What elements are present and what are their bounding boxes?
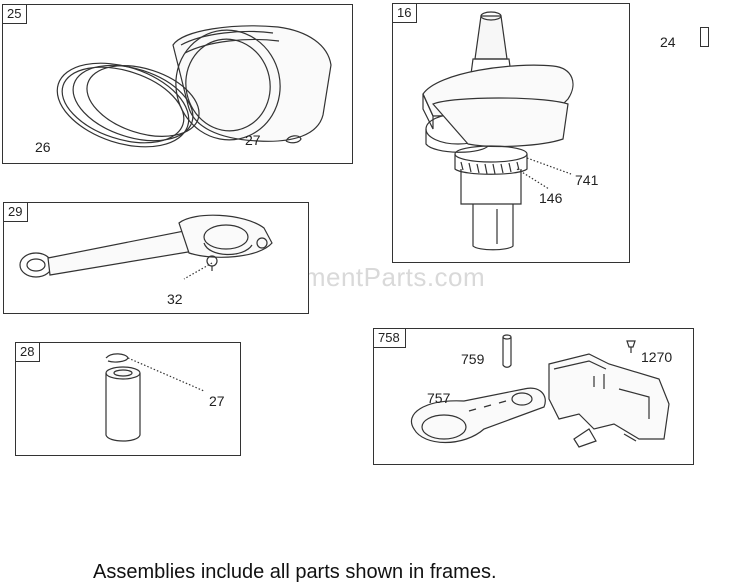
frame-tag-piston: 25: [3, 5, 28, 24]
connecting-rod-drawing: [19, 214, 273, 280]
frame-connecting-rod: 29 32: [3, 202, 309, 314]
callout-crank-gear-outer: 741: [575, 172, 599, 188]
callout-rod-bolt: 32: [167, 291, 183, 307]
frame-tag-rod: 29: [4, 203, 29, 222]
frame-piston-pin: 28 27: [15, 342, 241, 456]
frame-balancer-assembly: 758 759 1270 757: [373, 328, 694, 465]
callout-crank-gear-inner: 146: [539, 190, 563, 206]
frame-tag-crankshaft: 16: [393, 4, 418, 23]
balancer-drawing: [410, 334, 670, 448]
piston-pin-drawing: [105, 353, 205, 442]
callout-loose-part: 24: [660, 34, 676, 50]
callout-piston-rings: 26: [35, 139, 51, 155]
callout-balancer-pin: 759: [461, 351, 485, 367]
callout-balancer-weight: 757: [427, 390, 451, 406]
frame-tag-balancer: 758: [374, 329, 406, 348]
frame-crankshaft: 16 741 146: [392, 3, 630, 263]
piston-drawing: [56, 25, 332, 148]
callout-piston-clip: 27: [245, 132, 261, 148]
assemblies-note: Assemblies include all parts shown in fr…: [93, 561, 497, 583]
loose-part-drawing: [700, 27, 709, 47]
frame-piston-assembly: 25 26 27: [2, 4, 353, 164]
callout-pin-clip: 27: [209, 393, 225, 409]
crankshaft-drawing: [422, 11, 574, 251]
callout-balancer-screw: 1270: [641, 349, 673, 365]
frame-tag-pin: 28: [16, 343, 41, 362]
